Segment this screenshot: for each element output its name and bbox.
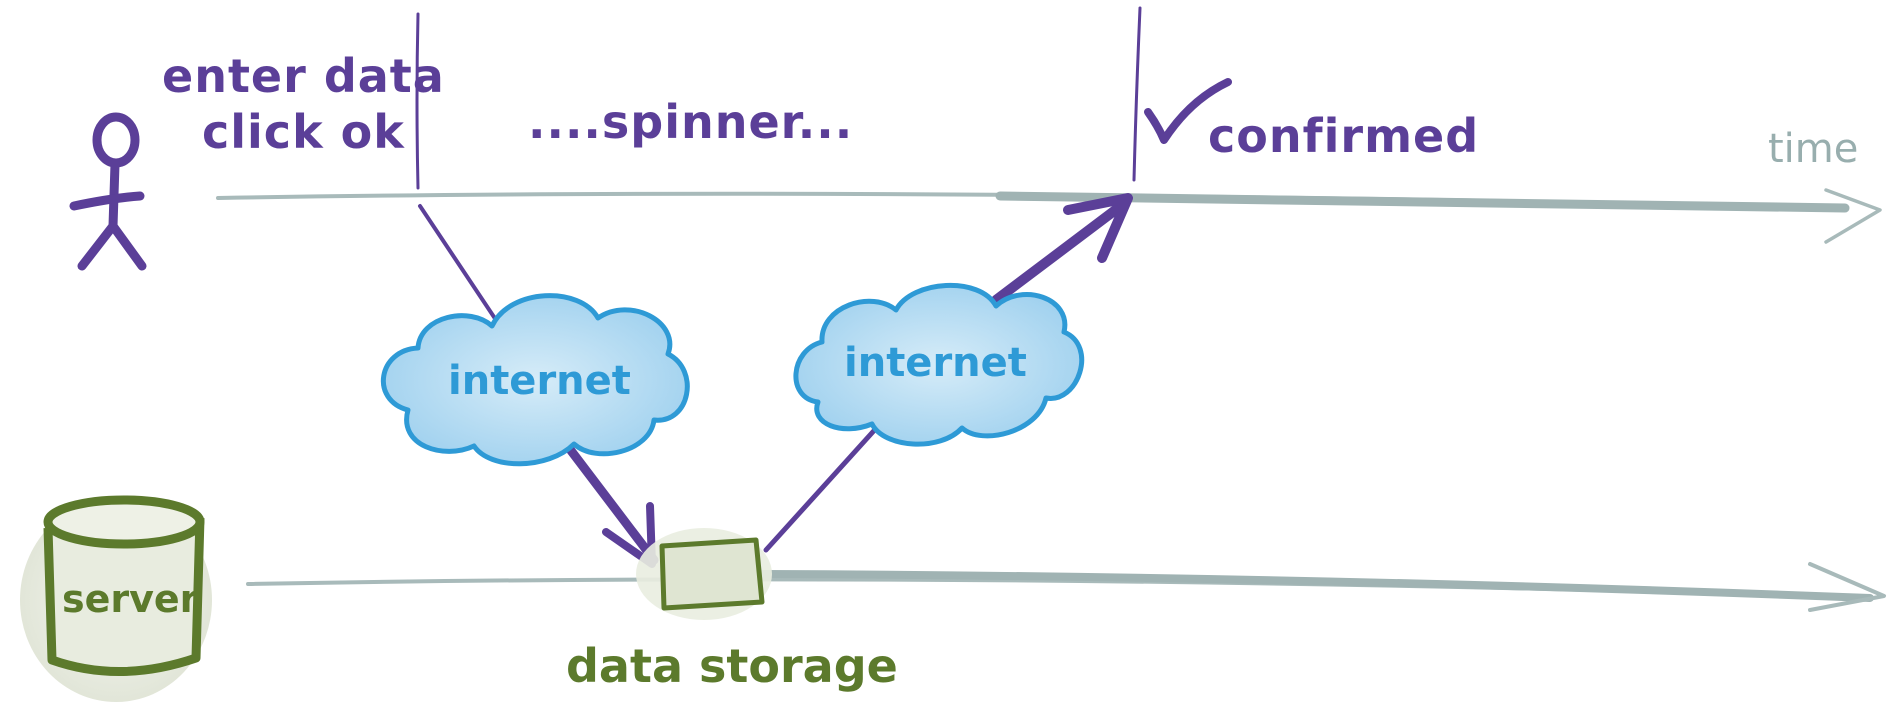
- confirm-marker: [1132, 6, 1142, 182]
- cloud-label: internet: [448, 358, 631, 404]
- action-line-enter-data: enter data: [162, 49, 445, 103]
- server-timeline-arrowhead: [1808, 562, 1886, 612]
- storage-box-icon: [636, 528, 772, 620]
- server-timeline: [246, 570, 1874, 602]
- storage-label: data storage: [566, 639, 898, 693]
- cloud-shape: [793, 283, 1085, 447]
- submit-marker: [415, 12, 420, 190]
- database-cylinder-icon: [20, 495, 212, 702]
- check-icon: [1144, 78, 1232, 144]
- stick-figure-icon: [69, 112, 147, 271]
- confirmed-text: confirmed: [1208, 109, 1479, 163]
- internet-cloud-2: internet: [793, 283, 1085, 447]
- server-label: server: [62, 577, 199, 621]
- user-timeline: [216, 191, 1850, 213]
- internet-cloud-1: internet: [380, 293, 690, 467]
- spinner-text: ....spinner...: [528, 95, 853, 149]
- action-line-click-ok: click ok: [202, 105, 405, 159]
- cloud-label: internet: [844, 340, 1027, 386]
- time-label: time: [1768, 126, 1858, 172]
- user-timeline-arrowhead: [1824, 188, 1882, 244]
- cloud-shape: [380, 293, 690, 467]
- response-arrow: [763, 193, 1133, 553]
